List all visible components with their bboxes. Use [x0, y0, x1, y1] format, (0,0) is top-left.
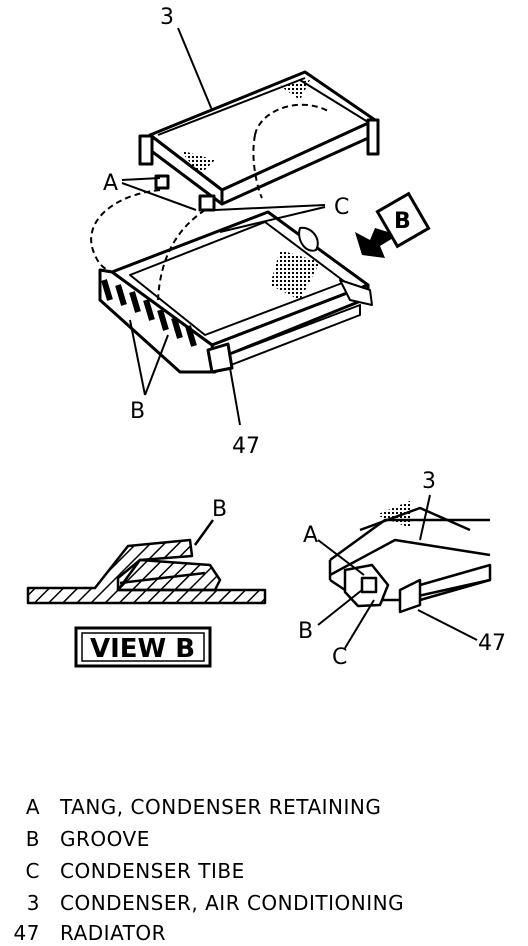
callout-condenser: 3 [160, 5, 174, 30]
alignment-lines [90, 189, 206, 301]
view-b-title-box: VIEW B [74, 626, 212, 668]
callout-view-arrow: B [394, 209, 411, 234]
callout-tang: A [103, 171, 118, 196]
leader-lines [121, 27, 326, 426]
detail-radiator-label: 47 [478, 631, 506, 656]
legend-row: 47 RADIATOR [0, 920, 520, 946]
detail-condenser-label: 3 [422, 469, 436, 494]
detail-tube-label: C [332, 645, 347, 670]
view-b-groove-label: B [212, 497, 227, 522]
callout-groove: B [130, 399, 145, 424]
detail-tang-label: A [303, 523, 318, 548]
legend-text: GROOVE [60, 827, 150, 851]
legend-row: B GROOVE [0, 826, 520, 852]
radiator [98, 210, 373, 374]
legend-key: 47 [13, 921, 40, 945]
legend-text: CONDENSER, AIR CONDITIONING [60, 891, 405, 915]
legend-row: A TANG, CONDENSER RETAINING [0, 794, 520, 820]
callout-radiator: 47 [232, 434, 260, 459]
legend-key: 3 [26, 891, 40, 915]
legend-row: 3 CONDENSER, AIR CONDITIONING [0, 890, 520, 916]
legend-key: C [25, 859, 40, 883]
legend-text: CONDENSER TIBE [60, 859, 245, 883]
condenser [138, 70, 380, 212]
legend-key: B [25, 827, 40, 851]
view-b-title: VIEW B [90, 634, 195, 664]
view-b-section [26, 519, 267, 605]
detail-inset [328, 500, 492, 614]
legend-text: TANG, CONDENSER RETAINING [60, 795, 382, 819]
legend-text: RADIATOR [60, 921, 167, 945]
callout-tube: C [334, 195, 349, 220]
legend-row: C CONDENSER TIBE [0, 858, 520, 884]
detail-groove-label: B [298, 619, 313, 644]
legend-key: A [25, 795, 40, 819]
detail-leaders [317, 494, 478, 649]
view-b-arrow [355, 191, 431, 258]
